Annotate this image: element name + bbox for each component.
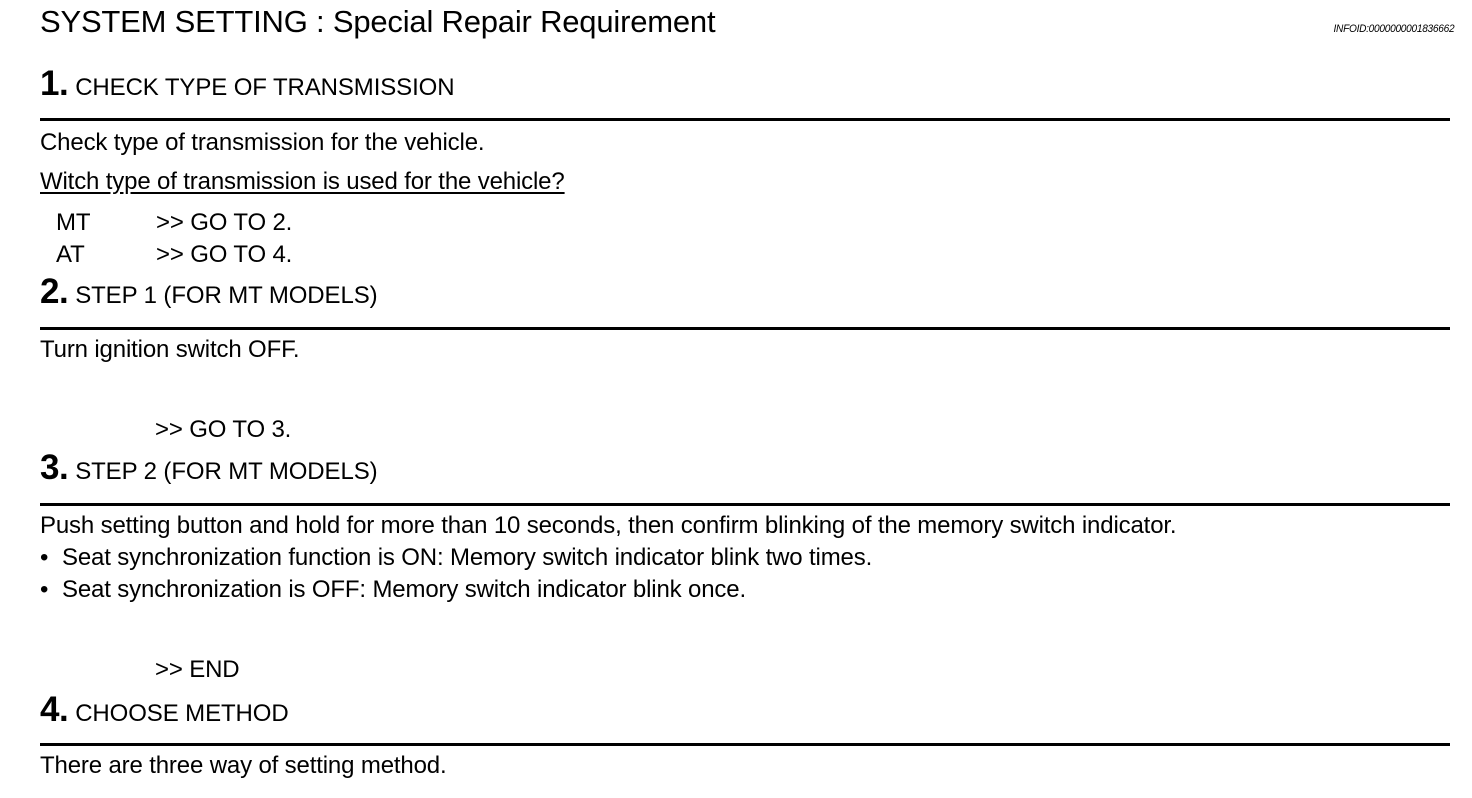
step-3-bullet-2-text: Seat synchronization is OFF: Memory swit… <box>62 576 746 603</box>
step-1-choice-mt: MT >> GO TO 2. <box>56 207 292 239</box>
step-number-2: 2. <box>40 272 69 311</box>
step-title-4: CHOOSE METHOD <box>75 700 289 727</box>
step-2-goto: >> GO TO 3. <box>155 416 292 443</box>
step-1-choice-at: AT >> GO TO 4. <box>56 239 292 271</box>
choice-goto-mt: >> GO TO 2. <box>156 209 293 236</box>
step-block-3: 3.STEP 2 (FOR MT MODELS) Push setting bu… <box>0 446 1472 683</box>
bullet-icon: • <box>40 544 49 571</box>
step-heading-1: 1.CHECK TYPE OF TRANSMISSION <box>0 62 1472 106</box>
document-header: SYSTEM SETTING : Special Repair Requirem… <box>0 0 1472 52</box>
step-heading-4: 4.CHOOSE METHOD <box>0 688 1472 732</box>
step-number-4: 4. <box>40 690 69 729</box>
step-block-1: 1.CHECK TYPE OF TRANSMISSION Check type … <box>0 62 1472 268</box>
section-divider-1 <box>40 118 1450 121</box>
step-3-line-1: Push setting button and hold for more th… <box>40 512 1177 539</box>
section-divider-2 <box>40 327 1450 330</box>
page-title: SYSTEM SETTING : Special Repair Requirem… <box>40 4 716 39</box>
step-2-line-1: Turn ignition switch OFF. <box>40 336 300 363</box>
step-block-4: 4.CHOOSE METHOD There are three way of s… <box>0 688 1472 779</box>
choice-label-at: AT <box>56 241 85 268</box>
step-number-3: 3. <box>40 448 69 487</box>
step-4-line-1: There are three way of setting method. <box>40 752 447 779</box>
infoid-label: INFOID:0000000001836662 <box>1333 23 1454 35</box>
choice-label-mt: MT <box>56 209 91 236</box>
step-heading-3: 3.STEP 2 (FOR MT MODELS) <box>0 446 1472 490</box>
step-heading-2: 2.STEP 1 (FOR MT MODELS) <box>0 270 1472 314</box>
step-3-bullet-2: • Seat synchronization is OFF: Memory swi… <box>40 574 746 606</box>
step-number-1: 1. <box>40 64 69 103</box>
step-3-bullet-1: • Seat synchronization function is ON: Me… <box>40 542 872 574</box>
choice-goto-at: >> GO TO 4. <box>156 241 293 268</box>
section-divider-4 <box>40 743 1450 746</box>
step-1-question: Witch type of transmission is used for t… <box>40 168 565 195</box>
step-3-bullet-1-text: Seat synchronization function is ON: Mem… <box>62 544 873 571</box>
bullet-icon: • <box>40 576 49 603</box>
step-title-2: STEP 1 (FOR MT MODELS) <box>75 282 378 309</box>
step-title-1: CHECK TYPE OF TRANSMISSION <box>75 74 455 101</box>
step-title-3: STEP 2 (FOR MT MODELS) <box>75 458 378 485</box>
step-1-line-1: Check type of transmission for the vehic… <box>40 129 485 156</box>
section-divider-3 <box>40 503 1450 506</box>
step-3-goto: >> END <box>155 656 240 683</box>
step-block-2: 2.STEP 1 (FOR MT MODELS) Turn ignition s… <box>0 270 1472 443</box>
